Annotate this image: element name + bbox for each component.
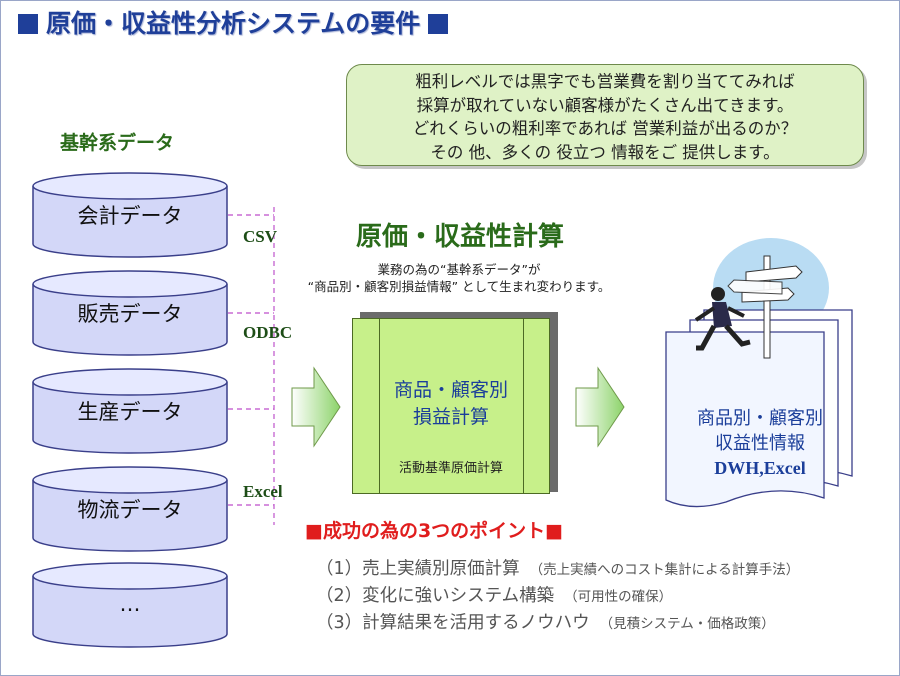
note-line: 粗利レベルでは黒字でも営業費を割り当ててみれば [415,72,795,91]
connector-csv: CSV [243,227,278,246]
cylinder-icon [32,270,228,356]
connector-excel: Excel [243,482,283,501]
connector-odbc: ODBC [243,323,293,342]
point-item: （3）計算結果を活用するノウハウ （見積システム・価格政策） [316,609,775,634]
database-label: 販売データ [77,302,183,326]
point-sub: （見積システム・価格政策） [599,616,775,632]
dashed-connectors [228,207,275,525]
title-text: 原価・収益性分析システムの要件 [46,9,421,38]
calc-box-line: 商品・顧客別 [393,379,508,401]
callout-note: 粗利レベルでは黒字でも営業費を割り当ててみれば 採算が取れていない顧客様がたくさ… [346,64,864,166]
calc-title: 原価・収益性計算 [356,222,565,252]
calc-box-subtitle: 活動基準原価計算 [398,461,503,476]
database-sales: 販売データ [32,270,228,356]
calc-description: 業務の為の“基幹系データ”が “商品別・顧客別損益情報” として生まれ変わります… [298,261,620,295]
cylinder-icon [32,562,228,648]
slide-title: 原価・収益性分析システムの要件 [14,6,449,42]
cylinder-icon [32,172,228,258]
calc-box-line: 損益計算 [412,406,489,428]
database-label: 会計データ [77,204,183,228]
database-accounting: 会計データ [32,172,228,258]
source-data-label: 基幹系データ [60,132,175,154]
output-line: 収益性情報 [715,433,805,454]
output-line: 商品別・顧客別 [697,408,823,429]
calc-desc-line: 業務の為の“基幹系データ”が [377,262,541,277]
point-item: （1）売上実績別原価計算 （売上実績へのコスト集計による計算手法） [316,555,799,580]
arrow-right-icon [291,366,341,448]
calc-box: 商品・顧客別 損益計算 活動基準原価計算 [352,318,550,494]
point-sub: （可用性の確保） [564,589,673,605]
database-more: … [32,562,228,648]
database-label: … [119,592,141,616]
title-square-right [428,14,449,34]
box-divider [379,319,380,493]
box-divider [523,319,524,493]
point-sub: （売上実績へのコスト集計による計算手法） [529,562,800,578]
point-main: （3）計算結果を活用するノウハウ [316,613,590,633]
cylinder-icon [32,466,228,552]
points-title: ■成功の為の3つのポイント■ [305,520,564,542]
point-main: （2）変化に強いシステム構築 [316,586,555,606]
database-label: 生産データ [77,400,183,424]
arrow-right-icon [575,366,625,448]
output-format: DWH,Excel [714,458,806,478]
calc-box-title: 商品・顧客別 損益計算 [353,377,549,431]
cylinder-icon [32,368,228,454]
database-production: 生産データ [32,368,228,454]
output-info: 商品別・顧客別 収益性情報 DWH,Excel [660,406,860,481]
signpost-clipart [665,238,853,508]
note-line: どれくらいの粗利率であれば 営業利益が出るのか？ [412,119,798,138]
calc-desc-line: “商品別・顧客別損益情報” として生まれ変わります。 [307,279,611,294]
note-line: 採算が取れていない顧客様がたくさん出てきます。 [416,95,794,115]
point-main: （1）売上実績別原価計算 [316,559,520,579]
database-logistics: 物流データ [32,466,228,552]
note-line: その 他、多くの 役立つ 情報をご 提供します。 [430,142,780,162]
database-label: 物流データ [77,498,183,522]
title-square-left [18,14,38,34]
point-item: （2）変化に強いシステム構築 （可用性の確保） [316,582,672,607]
